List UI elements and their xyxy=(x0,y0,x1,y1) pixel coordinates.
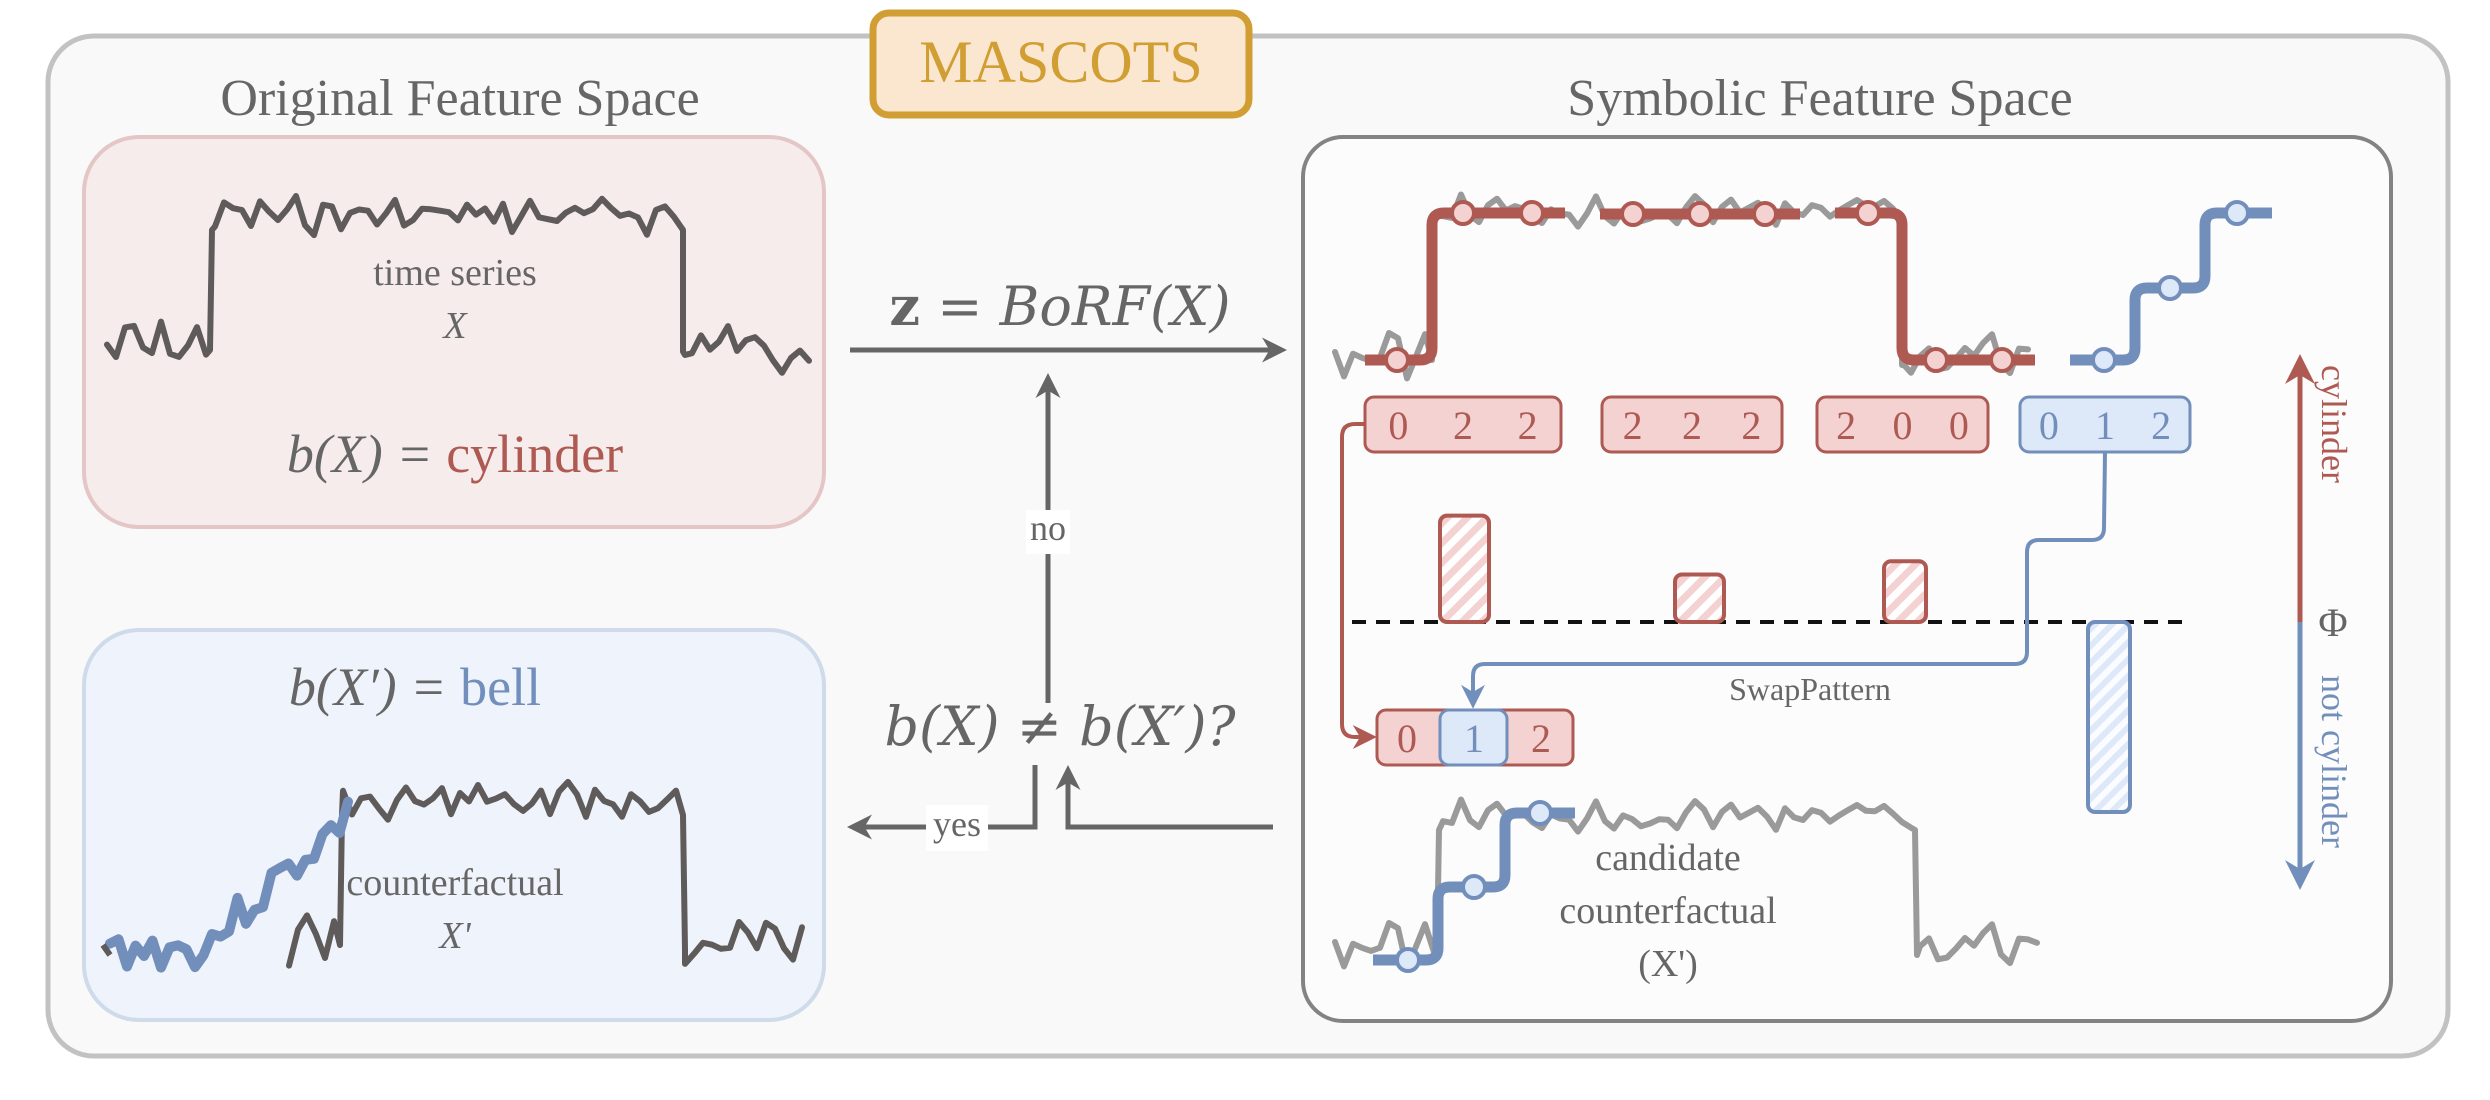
title-text: MASCOTS xyxy=(919,29,1202,95)
sax-point xyxy=(1989,347,2015,373)
z-symbol: z xyxy=(889,274,920,338)
title-badge-box xyxy=(869,9,1253,119)
no-label: no xyxy=(1030,508,1066,548)
axis-label-not-cylinder: not cylinder xyxy=(2314,675,2354,848)
sax-point xyxy=(2157,275,2183,301)
word-symbol: 2 xyxy=(1836,403,1856,448)
word-symbol: 2 xyxy=(2151,403,2171,448)
sax-point xyxy=(1450,200,1476,226)
sax-point xyxy=(1519,200,1545,226)
series-label: time series xyxy=(373,252,537,294)
word-symbol: 1 xyxy=(2095,403,2115,448)
counterfactual-series-stub xyxy=(100,943,113,957)
word-symbol: 2 xyxy=(1682,403,1702,448)
yes-arrow xyxy=(847,765,1038,840)
sax-point xyxy=(1620,201,1646,227)
swapped-word: 0 1 2 xyxy=(1375,708,1575,767)
series-symbol: X xyxy=(441,305,468,347)
sax-point xyxy=(1752,201,1778,227)
sax-point xyxy=(1527,800,1553,826)
counterfactual-modified-segment xyxy=(105,796,353,973)
original-prediction: b(X) = cylinder xyxy=(287,424,623,484)
no-label-bg xyxy=(1026,510,1070,554)
counterfactual-prediction: b(X′) = bell xyxy=(289,657,541,717)
original-series-panel: time series X b(X) = cylinder xyxy=(82,135,826,529)
word-symbol: 2 xyxy=(1518,403,1538,448)
counterfactual-series-line xyxy=(286,778,805,969)
swapped-word-symbol: 0 xyxy=(1397,716,1417,761)
importance-bar xyxy=(1882,559,1928,625)
borf-expression: = BoRF(X) xyxy=(920,275,1230,338)
swap-pattern-connector xyxy=(1461,451,2107,709)
importance-bars xyxy=(1438,513,2132,814)
candidate-swapped-pattern xyxy=(1373,800,1575,973)
flow: z = BoRF(X) no b(X) ≠ b(X′)? yes xyxy=(847,274,1287,851)
candidate-label-3: (X') xyxy=(1638,943,1698,985)
counterfactual-panel: b(X′) = bell counterfactual X' xyxy=(82,628,826,1022)
feedback-arrow xyxy=(1055,765,1273,830)
word-box xyxy=(1600,395,1784,454)
word-symbol: 0 xyxy=(1388,403,1408,448)
word-box xyxy=(1815,395,1990,454)
word-symbol: 2 xyxy=(1453,403,1473,448)
sax-segment xyxy=(1835,207,2035,366)
word-symbol: 0 xyxy=(1893,403,1913,448)
word-box xyxy=(1363,395,1563,454)
importance-bar xyxy=(1438,513,1491,624)
cf-prediction-prefix: b(X′) = xyxy=(289,657,460,717)
word-symbol: 2 xyxy=(1741,403,1761,448)
word-symbol: 0 xyxy=(1949,403,1969,448)
sax-point xyxy=(1855,200,1881,226)
sax-point xyxy=(1687,201,1713,227)
original-time-series-line xyxy=(104,193,812,376)
word-symbol: 0 xyxy=(2039,403,2059,448)
decision-label: b(X) ≠ b(X′)? xyxy=(884,695,1236,758)
sax-segment xyxy=(1365,207,1565,366)
word-symbol: 2 xyxy=(1623,403,1643,448)
threshold-symbol-phi: Φ xyxy=(2318,600,2347,645)
sax-point xyxy=(1923,347,1949,373)
yes-label: yes xyxy=(933,804,981,844)
swapped-cell xyxy=(1438,708,1509,767)
sax-point xyxy=(1461,874,1487,900)
sax-point xyxy=(1384,347,1410,373)
importance-bar xyxy=(2086,620,2132,814)
swapped-word-symbol: 1 xyxy=(1464,716,1484,761)
prediction-class-cylinder: cylinder xyxy=(446,424,623,484)
prediction-class-bell: bell xyxy=(460,657,541,717)
copy-word-connector xyxy=(1340,422,1377,749)
title-badge: MASCOTS xyxy=(869,9,1253,119)
original-panel-box xyxy=(82,135,826,529)
sax-point xyxy=(2091,347,2117,373)
counterfactual-symbol: X' xyxy=(437,915,471,957)
counterfactual-panel-box xyxy=(82,628,826,1022)
sax-approximation-red xyxy=(1365,200,2035,373)
transform-label: z = BoRF(X) xyxy=(889,274,1230,338)
counterfactual-label: counterfactual xyxy=(346,862,563,904)
sax-point xyxy=(1395,947,1421,973)
sax-pattern-blue xyxy=(2070,200,2272,373)
symbolic-space-title: Symbolic Feature Space xyxy=(1567,70,2072,127)
original-space-title: Original Feature Space xyxy=(220,70,699,127)
swap-pattern-label: SwapPattern xyxy=(1729,671,1891,707)
candidate-label-2: counterfactual xyxy=(1559,890,1776,932)
candidate-series-line xyxy=(1332,796,2040,972)
sax-point xyxy=(2224,200,2250,226)
swapped-word-symbol: 2 xyxy=(1531,716,1551,761)
prediction-prefix: b(X) = xyxy=(287,424,446,484)
axis-label-cylinder: cylinder xyxy=(2314,365,2354,483)
importance-bar xyxy=(1673,572,1726,624)
yes-label-bg xyxy=(926,805,988,851)
candidate-label-1: candidate xyxy=(1595,837,1741,879)
